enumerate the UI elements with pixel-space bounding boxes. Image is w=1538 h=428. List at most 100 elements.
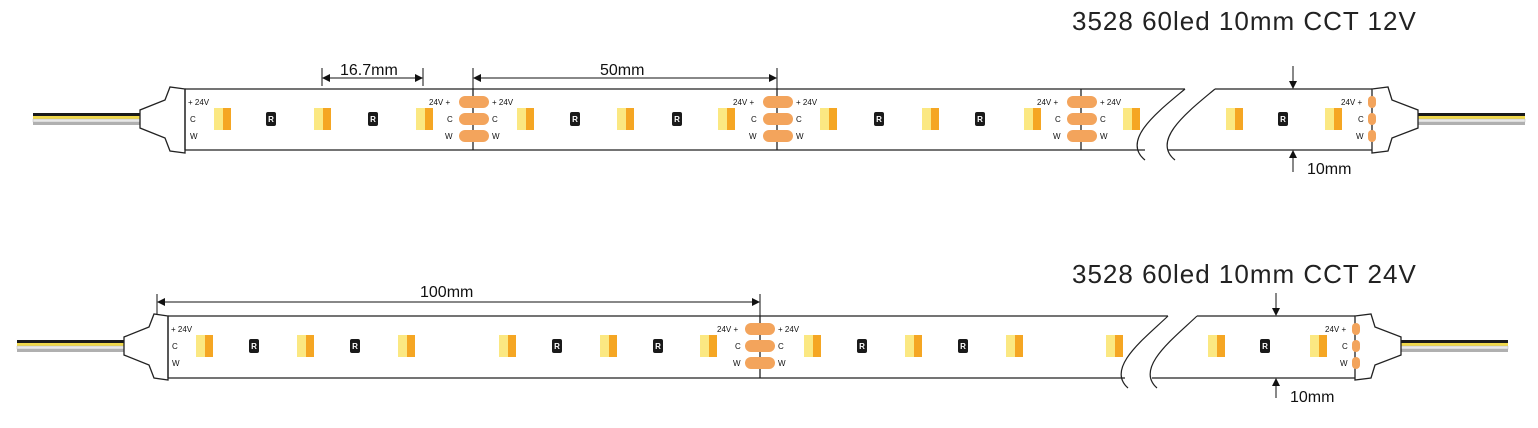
svg-text:C: C bbox=[735, 342, 741, 351]
resistor: R bbox=[653, 339, 663, 353]
strip-12v: + 24V C W 24V + C W + 24V C W 24V + C W … bbox=[32, 62, 1526, 178]
wires-left bbox=[32, 113, 144, 125]
svg-text:+ 24V: + 24V bbox=[171, 325, 193, 334]
svg-text:+ 24V: + 24V bbox=[1100, 98, 1122, 107]
resistor: R bbox=[874, 112, 884, 126]
led-chip bbox=[297, 335, 314, 357]
resistor-label: R bbox=[1262, 342, 1268, 351]
wires-right bbox=[1397, 340, 1509, 352]
svg-text:W: W bbox=[1053, 132, 1061, 141]
svg-text:24V +: 24V + bbox=[429, 98, 450, 107]
dimension-strip-width: 10mm bbox=[1272, 293, 1334, 406]
led-chip bbox=[718, 108, 735, 130]
svg-text:C: C bbox=[190, 115, 196, 124]
resistor-label: R bbox=[251, 342, 257, 351]
dimension-led-spacing: 16.7mm bbox=[321, 62, 424, 86]
svg-text:16.7mm: 16.7mm bbox=[340, 62, 398, 79]
dimension-strip-width: 10mm bbox=[1289, 66, 1351, 178]
led-chip bbox=[517, 108, 534, 130]
resistor-label: R bbox=[859, 342, 865, 351]
svg-text:C: C bbox=[492, 115, 498, 124]
svg-text:10mm: 10mm bbox=[1290, 389, 1334, 406]
svg-text:24V +: 24V + bbox=[1325, 325, 1346, 334]
svg-text:24V +: 24V + bbox=[1341, 98, 1362, 107]
resistor: R bbox=[266, 112, 276, 126]
svg-text:+ 24V: + 24V bbox=[188, 98, 210, 107]
svg-text:C: C bbox=[796, 115, 802, 124]
resistor-label: R bbox=[352, 342, 358, 351]
resistor-label: R bbox=[655, 342, 661, 351]
wires-left bbox=[16, 340, 128, 352]
end-cap-right bbox=[1354, 313, 1402, 381]
resistor-label: R bbox=[554, 342, 560, 351]
pad-labels: + 24V C W 24V + C W + 24V C W 24V + C W … bbox=[188, 98, 1364, 141]
led-chip bbox=[196, 335, 213, 357]
svg-text:+ 24V: + 24V bbox=[796, 98, 818, 107]
led-chip bbox=[820, 108, 837, 130]
svg-text:W: W bbox=[172, 359, 180, 368]
resistor-label: R bbox=[1280, 115, 1286, 124]
end-cap-right bbox=[1371, 86, 1419, 154]
strip-break bbox=[1136, 88, 1216, 161]
svg-text:C: C bbox=[1342, 342, 1348, 351]
resistor: R bbox=[570, 112, 580, 126]
resistor-label: R bbox=[572, 115, 578, 124]
resistor-label: R bbox=[674, 115, 680, 124]
led-chip bbox=[398, 335, 415, 357]
svg-text:C: C bbox=[447, 115, 453, 124]
svg-text:24V +: 24V + bbox=[733, 98, 754, 107]
resistor: R bbox=[672, 112, 682, 126]
svg-text:W: W bbox=[445, 132, 453, 141]
svg-text:W: W bbox=[749, 132, 757, 141]
led-chip bbox=[1006, 335, 1023, 357]
svg-text:24V +: 24V + bbox=[1037, 98, 1058, 107]
solder-pads bbox=[745, 323, 1360, 369]
led-chip bbox=[499, 335, 516, 357]
resistor: R bbox=[350, 339, 360, 353]
svg-text:C: C bbox=[751, 115, 757, 124]
svg-text:50mm: 50mm bbox=[600, 62, 644, 79]
resistor: R bbox=[249, 339, 259, 353]
resistor: R bbox=[958, 339, 968, 353]
strip-24v-title: 3528 60led 10mm CCT 24V bbox=[1072, 259, 1417, 289]
led-chip bbox=[1123, 108, 1140, 130]
svg-text:C: C bbox=[172, 342, 178, 351]
pad-labels: + 24V C W 24V + C W + 24V C W 24V + C W bbox=[171, 325, 1348, 368]
end-cap-left bbox=[123, 313, 169, 381]
led-chip bbox=[1024, 108, 1041, 130]
resistor: R bbox=[975, 112, 985, 126]
led-chip bbox=[617, 108, 634, 130]
led-chip bbox=[314, 108, 331, 130]
led-chip bbox=[600, 335, 617, 357]
dimension-cut-length: 100mm bbox=[156, 284, 761, 316]
end-cap-left bbox=[139, 86, 186, 154]
svg-text:W: W bbox=[1356, 132, 1364, 141]
svg-text:C: C bbox=[778, 342, 784, 351]
strip-24v: + 24V C W 24V + C W + 24V C W 24V + C W … bbox=[16, 284, 1509, 406]
resistor-label: R bbox=[960, 342, 966, 351]
svg-text:W: W bbox=[778, 359, 786, 368]
resistor: R bbox=[368, 112, 378, 126]
strip-12v-title: 3528 60led 10mm CCT 12V bbox=[1072, 6, 1417, 36]
led-chip bbox=[1208, 335, 1225, 357]
dimension-cut-length: 50mm bbox=[472, 62, 778, 89]
solder-pads bbox=[459, 96, 1376, 142]
svg-text:10mm: 10mm bbox=[1307, 161, 1351, 178]
svg-text:C: C bbox=[1100, 115, 1106, 124]
led-chip bbox=[1226, 108, 1243, 130]
svg-text:100mm: 100mm bbox=[420, 284, 473, 301]
led-chip bbox=[804, 335, 821, 357]
resistor-label: R bbox=[268, 115, 274, 124]
led-chip bbox=[905, 335, 922, 357]
led-chip bbox=[1310, 335, 1327, 357]
resistor: R bbox=[1260, 339, 1270, 353]
svg-text:W: W bbox=[796, 132, 804, 141]
resistor: R bbox=[552, 339, 562, 353]
led-chip bbox=[1325, 108, 1342, 130]
svg-text:W: W bbox=[492, 132, 500, 141]
svg-text:W: W bbox=[733, 359, 741, 368]
svg-text:+ 24V: + 24V bbox=[778, 325, 800, 334]
resistor: R bbox=[1278, 112, 1288, 126]
